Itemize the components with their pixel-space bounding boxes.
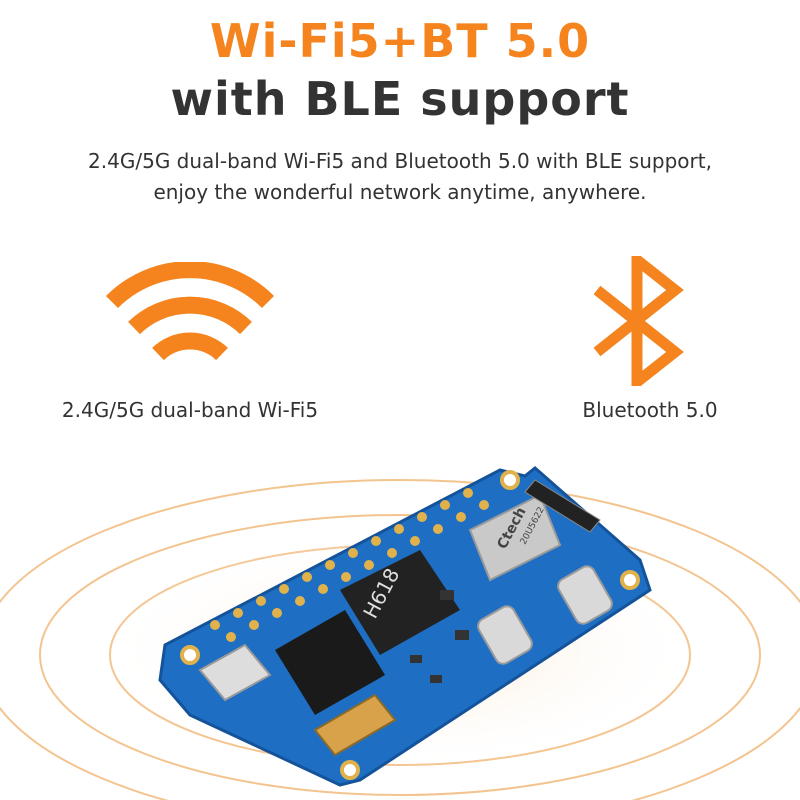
- wifi-icon: [105, 262, 275, 361]
- wifi-label: 2.4G/5G dual-band Wi-Fi5: [61, 398, 319, 422]
- board-illustration: H618 Ctech 20U5622: [0, 466, 800, 800]
- description: 2.4G/5G dual-band Wi-Fi5 and Bluetooth 5…: [0, 146, 800, 208]
- title-line-1: Wi-Fi5+BT 5.0: [209, 14, 591, 68]
- description-line-1: 2.4G/5G dual-band Wi-Fi5 and Bluetooth 5…: [88, 149, 712, 173]
- pcb-board: H618 Ctech 20U5622: [158, 466, 652, 787]
- bluetooth-icon: [593, 256, 684, 386]
- title-line-2: with BLE support: [170, 72, 630, 126]
- microsd-slot: [198, 643, 272, 702]
- usb-c-port-2: [557, 565, 613, 625]
- mini-hdmi-port: [313, 693, 397, 757]
- bluetooth-label: Bluetooth 5.0: [582, 398, 718, 422]
- usb-c-port-1: [477, 605, 533, 665]
- description-line-2: enjoy the wonderful network anytime, any…: [153, 180, 647, 204]
